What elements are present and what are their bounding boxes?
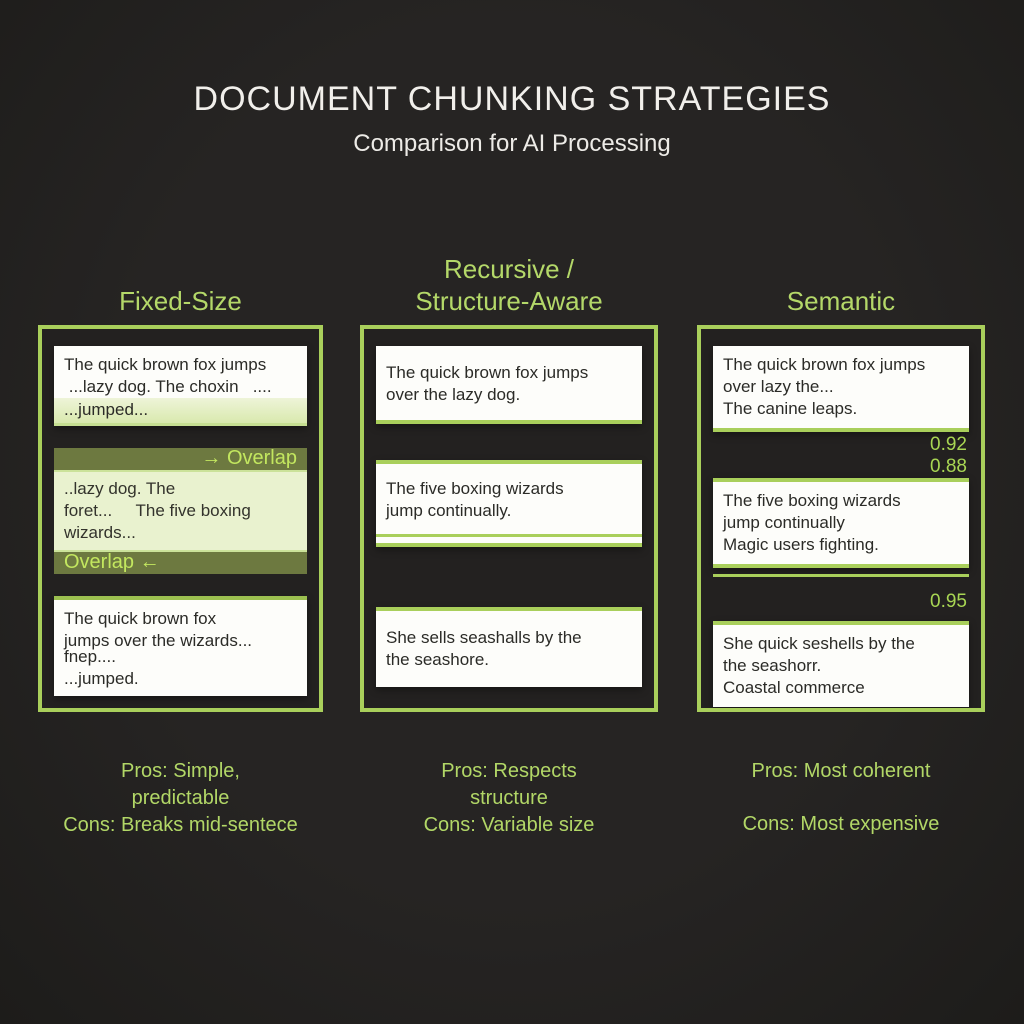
arrow-left-icon: ←: [139, 551, 160, 573]
chunk-text-line: The canine leaps.: [723, 399, 858, 418]
chunk-text-line: foret... The five boxing: [64, 501, 251, 520]
similarity-score: 0.92: [930, 434, 967, 455]
semantic-chunk-2: The five boxing wizards jump continually…: [713, 478, 969, 568]
semantic-pros-cons: Pros: Most coherent Cons: Most expensive: [697, 758, 985, 838]
pros-text: structure: [470, 787, 548, 809]
recursive-chunk-2: The five boxing wizards jump continually…: [376, 460, 642, 547]
pros-text: Pros: Simple,: [121, 760, 240, 782]
chunk-text-line: ..lazy dog. The: [64, 479, 176, 498]
fixed-pros-cons: Pros: Simple, predictable Cons: Breaks m…: [38, 758, 323, 839]
column-semantic: Semantic The quick brown fox jumps over …: [697, 243, 985, 838]
cons-text: Cons: Variable size: [423, 814, 595, 836]
chunk-text-line: The quick brown fox jumps: [386, 363, 589, 382]
chunk-text-line: jump continually: [723, 513, 845, 532]
overlap-label: Overlap: [64, 551, 135, 573]
chunk-text-line: The quick brown fox: [64, 609, 217, 628]
recursive-pros-cons: Pros: Respects structure Cons: Variable …: [360, 758, 658, 839]
recursive-chunk-3: She sells seashalls by the the seashore.: [376, 607, 642, 687]
chunk-text-line: Magic users fighting.: [723, 535, 879, 554]
semantic-chunk-box: The quick brown fox jumps over lazy the.…: [697, 325, 985, 712]
similarity-score: 0.88: [930, 456, 967, 477]
chunk-text-line: The five boxing wizards: [723, 491, 901, 510]
chunk-text-line: ...lazy dog. The choxin ....: [64, 377, 272, 396]
chunk-text-line: over lazy the...: [723, 377, 834, 396]
fixed-chunk-1: The quick brown fox jumps ...lazy dog. T…: [54, 346, 307, 426]
fixed-size-chunk-box: The quick brown fox jumps ...lazy dog. T…: [38, 325, 323, 712]
pros-text: Pros: Respects: [441, 760, 577, 782]
column-title-fixed-size: Fixed-Size: [119, 286, 242, 316]
chunk-text-line: Coastal commerce: [723, 678, 865, 697]
semantic-chunk-1: The quick brown fox jumps over lazy the.…: [713, 346, 969, 432]
arrow-right-icon: →: [201, 447, 222, 469]
chunk-text-line: over the lazy dog.: [386, 385, 521, 404]
column-title-semantic: Semantic: [786, 286, 896, 316]
overlap-highlight-line: ...jumped...: [54, 398, 307, 423]
fixed-chunk-3: The quick brown fox jumps over the wizar…: [54, 596, 307, 696]
page-title: DOCUMENT CHUNKING STRATEGIES: [193, 80, 831, 118]
chunk-text-line: The five boxing wizards: [386, 479, 564, 498]
pros-text: predictable: [131, 787, 230, 809]
similarity-scores: 0.92 0.88: [713, 432, 969, 478]
chunk-text-line: The quick brown fox jumps: [723, 355, 926, 374]
cons-text: Cons: Breaks mid-sentece: [63, 814, 298, 836]
chunk-text-line: She quick seshells by the: [723, 634, 915, 653]
column-title-recursive: Recursive / Structure-Aware: [415, 254, 603, 316]
chunk-text-line: ...jumped.: [64, 669, 139, 688]
overlap-label: Overlap: [226, 447, 297, 469]
pros-text: Pros: Most coherent: [751, 760, 931, 782]
column-fixed-size: Fixed-Size The quick brown fox jumps ...…: [38, 243, 323, 839]
similarity-score: 0.95: [930, 591, 967, 612]
recursive-chunk-1: The quick brown fox jumps over the lazy …: [376, 346, 642, 424]
overlap-band-top: → Overlap: [54, 448, 307, 472]
similarity-scores: 0.95: [713, 589, 969, 613]
cons-text: Cons: Most expensive: [742, 813, 940, 835]
chunk-text-line: the seashore.: [386, 650, 490, 669]
chunk-text-line: jump continually.: [386, 501, 512, 520]
chunk-text-line: fnep....: [64, 647, 116, 666]
overlap-band-bottom: Overlap ←: [54, 550, 307, 574]
chunk-divider-line: [376, 534, 642, 537]
chunk-text-line: wizards...: [64, 523, 136, 542]
chunk-text-line: jumps over the wizards...: [64, 631, 253, 650]
recursive-chunk-box: The quick brown fox jumps over the lazy …: [360, 325, 658, 712]
column-recursive: Recursive / Structure-Aware The quick br…: [360, 243, 658, 839]
chunk-text-line: the seashorr.: [723, 656, 822, 675]
page-subtitle: Comparison for AI Processing: [353, 130, 671, 157]
fixed-chunk-2-overlap: ..lazy dog. The foret... The five boxing…: [54, 472, 307, 550]
chunk-text-line: She sells seashalls by the: [386, 628, 582, 647]
chunk-divider-line: [713, 574, 969, 577]
semantic-chunk-3: She quick seshells by the the seashorr. …: [713, 621, 969, 707]
chunk-text-line: The quick brown fox jumps: [64, 355, 267, 374]
